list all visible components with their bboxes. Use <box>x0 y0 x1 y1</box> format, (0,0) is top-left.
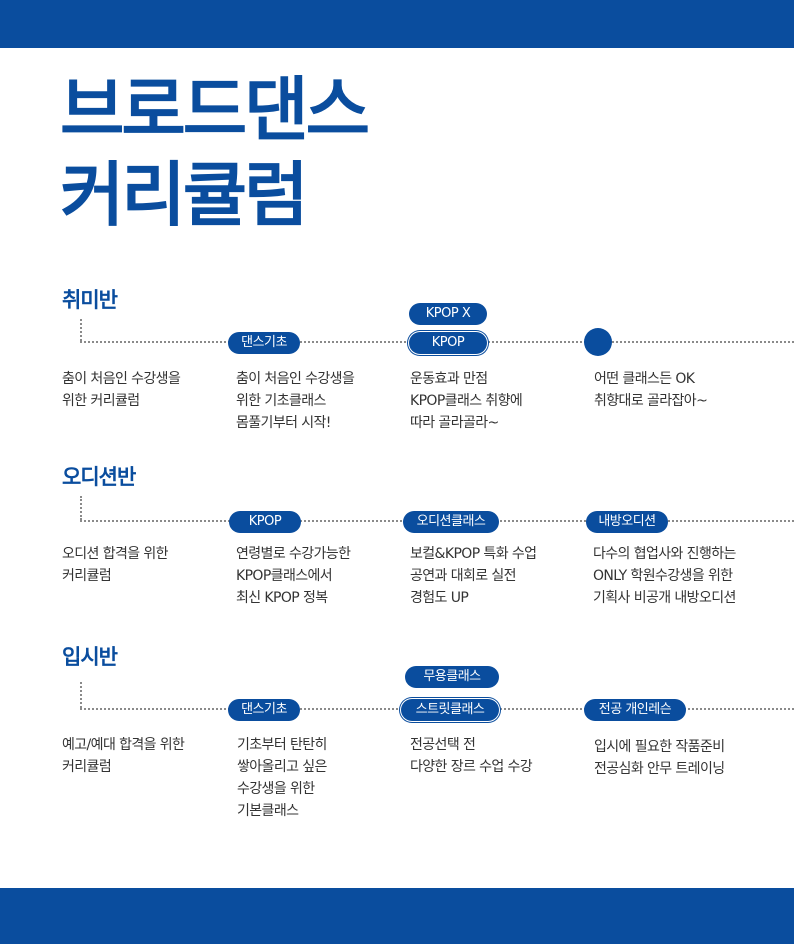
step-label-kpop: KPOP <box>409 332 487 354</box>
step-label-visiting-audition: 내방오디션 <box>586 511 668 533</box>
page-title-line-2: 커리큘럼 <box>60 154 309 236</box>
top-banner <box>0 0 794 48</box>
step-label-dance-basics: 댄스기초 <box>228 332 300 354</box>
step-label-audition-class: 오디션클래스 <box>403 511 499 533</box>
step-label-street-class: 스트릿클래스 <box>401 699 499 721</box>
step-label-dance-basics: 댄스기초 <box>228 699 300 721</box>
step-label-kpop: KPOP <box>229 511 301 533</box>
timeline-vertical-line <box>80 682 82 708</box>
step-label-private-lesson: 전공 개인레슨 <box>584 699 686 721</box>
step-dot <box>584 328 612 356</box>
page-title-line-1: 브로드댄스 <box>60 69 370 151</box>
section-title: 오디션반 <box>62 465 136 489</box>
timeline-vertical-line <box>80 319 82 341</box>
section-title: 취미반 <box>62 288 118 312</box>
bottom-banner <box>0 888 794 944</box>
step-label-dance-class: 무용클래스 <box>405 666 499 688</box>
section-title: 입시반 <box>62 645 118 669</box>
step-label-kpop-x: KPOP X <box>409 303 487 325</box>
timeline-vertical-line <box>80 496 82 520</box>
